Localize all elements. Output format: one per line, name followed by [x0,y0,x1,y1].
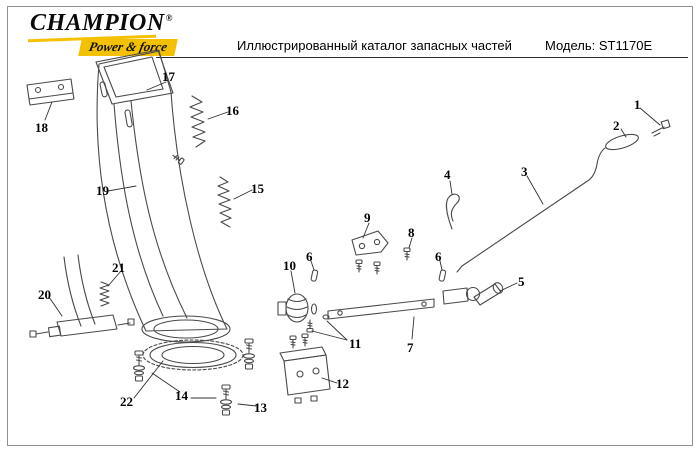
part-callout-9: 9 [364,210,371,225]
callout-leaders [44,81,661,407]
part-callout-14: 14 [175,388,188,403]
part-callout-3: 3 [521,164,528,179]
part-callout-6: 6 [435,249,442,264]
part-3-crank-rod [456,147,606,273]
brand-name: CHAMPION® [30,11,176,35]
part-6-pin-right [438,269,447,282]
part-callout-7: 7 [407,340,414,355]
brand-text: CHAMPION [30,10,165,36]
part-callout-20: 20 [38,287,51,302]
part-13-bolt-stack [219,384,233,416]
registered-mark: ® [165,13,173,23]
part-callout-4: 4 [444,167,451,182]
part-16-spring [189,95,206,148]
part-4-clip [445,193,460,230]
part-callout-19: 19 [96,183,109,198]
part-20-rod-bracket [29,254,135,338]
part-5-universal-joint [442,282,504,306]
model-label: Модель: ST1170E [545,38,653,53]
header-divider [156,57,688,58]
champion-logo: CHAMPION® Power & force [27,11,178,56]
part-callout-10: 10 [283,258,296,273]
part-18-bracket [26,78,75,106]
part-6-pin-left [310,269,319,282]
part-callout-5: 5 [518,274,525,289]
part-callout-21: 21 [112,260,125,275]
part-10-worm-gear [277,293,318,323]
part-2-grip [605,133,639,151]
part-callout-6: 6 [306,249,313,264]
part-8-bolt [403,247,411,261]
part-1-bolt [651,119,671,137]
part-7-shaft-tube [327,298,435,320]
part-15-spring [217,176,232,228]
part-22-ring [142,339,244,371]
part-12-bracket [279,333,331,404]
part-callout-1: 1 [634,97,641,112]
part-9-bracket [351,230,389,275]
part-callout-15: 15 [251,181,264,196]
part-callout-18: 18 [35,120,48,135]
part-19-chute-body [95,49,231,343]
part-callout-17: 17 [162,69,175,84]
part-callout-11: 11 [349,336,362,351]
part-13-bolt-stack-top [242,338,256,370]
part-callout-16: 16 [226,103,239,118]
part-callout-13: 13 [254,400,267,415]
catalog-title: Иллюстрированный каталог запасных частей [237,38,512,53]
part-callout-2: 2 [613,118,620,133]
part-callout-22: 22 [120,394,133,409]
part-11-hardware [306,314,330,333]
part-callout-12: 12 [336,376,349,391]
part-21-spring [99,281,110,307]
part-callout-8: 8 [408,225,415,240]
